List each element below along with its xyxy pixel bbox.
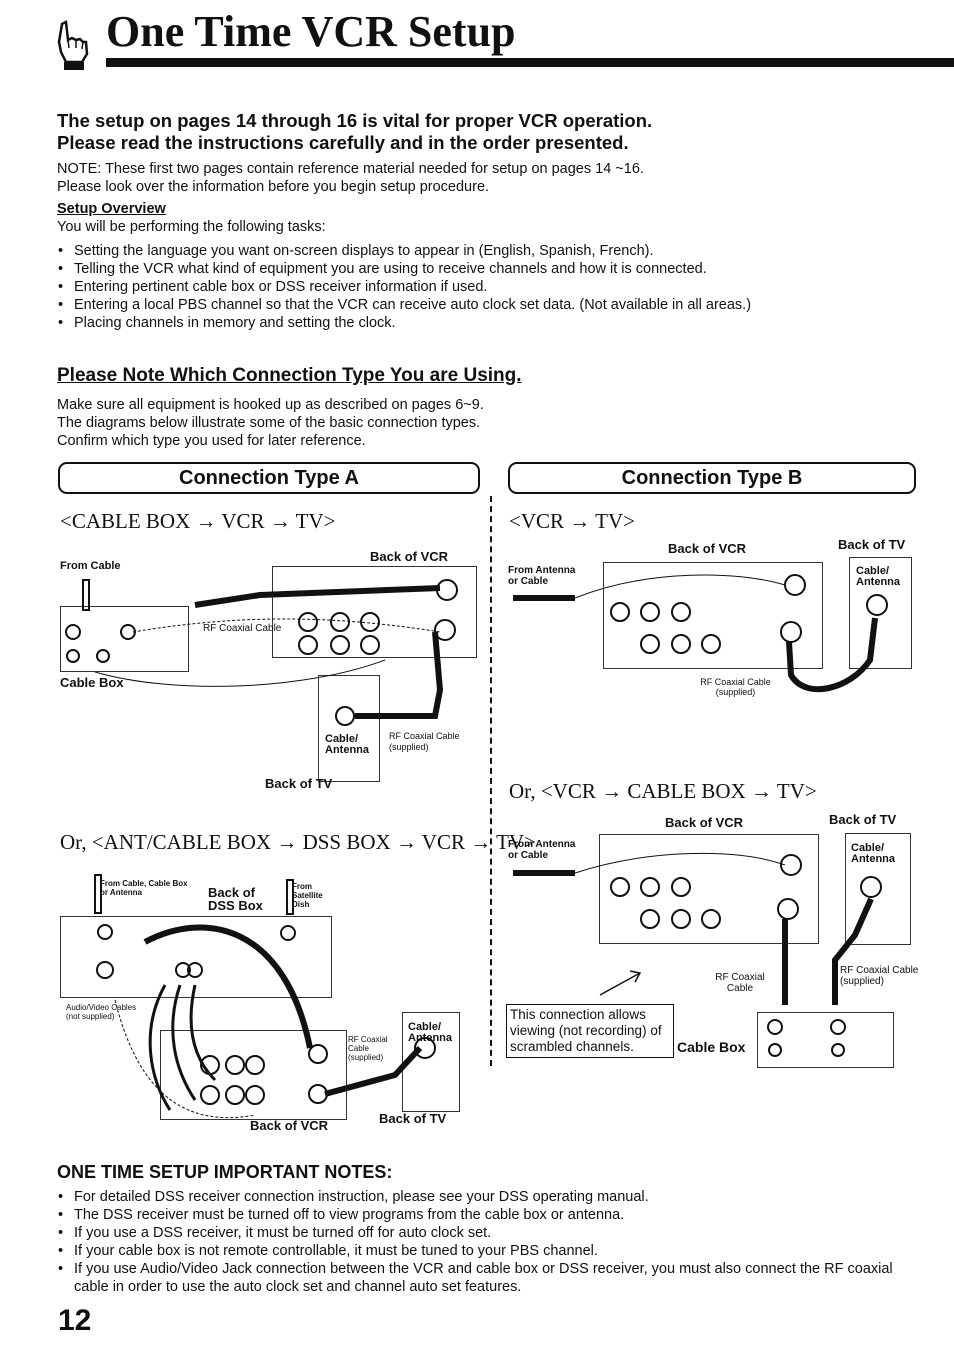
note-line-1: NOTE: These first two pages contain refe… <box>57 161 644 177</box>
important-notes-heading: ONE TIME SETUP IMPORTANT NOTES: <box>57 1162 393 1182</box>
list-item: Telling the VCR what kind of equipment y… <box>57 260 751 278</box>
cable-antenna-label-b2: Cable/ Antenna <box>851 842 895 865</box>
back-of-tv-label-2: Back of TV <box>379 1111 447 1126</box>
connection-line: The diagrams below illustrate some of th… <box>57 415 481 431</box>
list-item: Placing channels in memory and setting t… <box>57 314 751 332</box>
list-item: For detailed DSS receiver connection ins… <box>57 1188 897 1206</box>
tv-back-panel-2 <box>402 1012 460 1112</box>
list-item: Entering pertinent cable box or DSS rece… <box>57 278 751 296</box>
column-divider <box>490 496 492 1066</box>
cable-antenna-label-b: Cable/ Antenna <box>856 565 900 588</box>
diagram-b2-wiring <box>513 852 882 1057</box>
diagram-b1-wiring <box>513 574 888 693</box>
diagram-a1-wiring <box>65 579 458 726</box>
pointing-hand-icon <box>57 20 89 70</box>
lead-line-2: Please read the instructions carefully a… <box>57 132 629 153</box>
list-item: If you use Audio/Video Jack connection b… <box>57 1260 897 1296</box>
connection-line: Make sure all equipment is hooked up as … <box>57 397 484 413</box>
type-b-subtitle-1: <VCR → TV> <box>509 509 635 533</box>
type-a-subtitle-2: Or, <ANT/CABLE BOX → DSS BOX → VCR → TV> <box>60 830 536 854</box>
cable-box-label-b: Cable Box <box>677 1039 746 1055</box>
type-b-subtitle-2: Or, <VCR → CABLE BOX → TV> <box>509 779 817 803</box>
from-antenna-label: From Antenna or Cable <box>508 565 576 587</box>
type-a-subtitle-1: <CABLE BOX → VCR → TV> <box>60 509 336 533</box>
back-of-vcr-label-b: Back of VCR <box>668 541 747 556</box>
lead-line-1: The setup on pages 14 through 16 is vita… <box>57 110 653 131</box>
from-cable-label: From Cable <box>60 560 121 572</box>
scrambled-note: This connection allows viewing (not reco… <box>506 1004 674 1058</box>
list-item: If your cable box is not remote controll… <box>57 1242 897 1260</box>
rf-coaxial-label-b: RF Coaxial Cable <box>715 972 765 994</box>
rf-supplied-label: RF Coaxial Cable (supplied) <box>389 731 460 752</box>
cable-box-label: Cable Box <box>60 675 124 690</box>
from-antenna-label-2: From Antenna or Cable <box>508 839 576 861</box>
connection-type-b-box: Connection Type B <box>508 462 916 494</box>
tv-back-panel <box>318 675 380 782</box>
list-item: The DSS receiver must be turned off to v… <box>57 1206 897 1224</box>
connection-heading: Please Note Which Connection Type You ar… <box>57 365 522 386</box>
list-item: If you use a DSS receiver, it must be tu… <box>57 1224 897 1242</box>
from-cable-box-label: From Cable, Cable Box or Antenna <box>100 879 188 897</box>
back-of-tv-label-b2: Back of TV <box>829 812 897 827</box>
av-cables-label: Audio/Video Cables (not supplied) <box>66 1003 137 1021</box>
back-of-tv-label: Back of TV <box>265 776 333 791</box>
page-number: 12 <box>58 1304 92 1337</box>
cable-antenna-label-2: Cable/ Antenna <box>408 1021 452 1044</box>
tv-back-panel-b <box>849 557 912 669</box>
rf-coaxial-supplied-label: RF Coaxial Cable (supplied) <box>348 1035 388 1062</box>
page-title: One Time VCR Setup <box>106 7 516 56</box>
setup-overview-heading: Setup Overview <box>57 201 166 217</box>
back-of-dss-label: Back of DSS Box <box>208 885 263 913</box>
rf-coaxial-label: RF Coaxial Cable <box>203 623 282 634</box>
cable-antenna-label: Cable/ Antenna <box>325 733 369 756</box>
rf-coaxial-supplied-label-b: RF Coaxial Cable (supplied) <box>840 965 919 987</box>
overview-intro: You will be performing the following tas… <box>57 219 326 235</box>
note-line-2: Please look over the information before … <box>57 179 490 195</box>
back-of-vcr-label-b2: Back of VCR <box>665 815 744 830</box>
back-of-vcr-label-2: Back of VCR <box>250 1118 329 1133</box>
notes-list: For detailed DSS receiver connection ins… <box>57 1188 897 1296</box>
list-item: Entering a local PBS channel so that the… <box>57 296 751 314</box>
connection-line: Confirm which type you used for later re… <box>57 433 366 449</box>
back-of-tv-label-b: Back of TV <box>838 537 906 552</box>
diagram-a2-wiring <box>94 874 436 1119</box>
list-item: Setting the language you want on-screen … <box>57 242 751 260</box>
back-of-vcr-label: Back of VCR <box>370 549 449 564</box>
connection-type-a-box: Connection Type A <box>58 462 480 494</box>
overview-list: Setting the language you want on-screen … <box>57 242 751 332</box>
title-rule <box>106 58 954 67</box>
rf-supplied-label-b: RF Coaxial Cable (supplied) <box>700 677 771 697</box>
from-satellite-label: From Satellite Dish <box>292 882 323 909</box>
